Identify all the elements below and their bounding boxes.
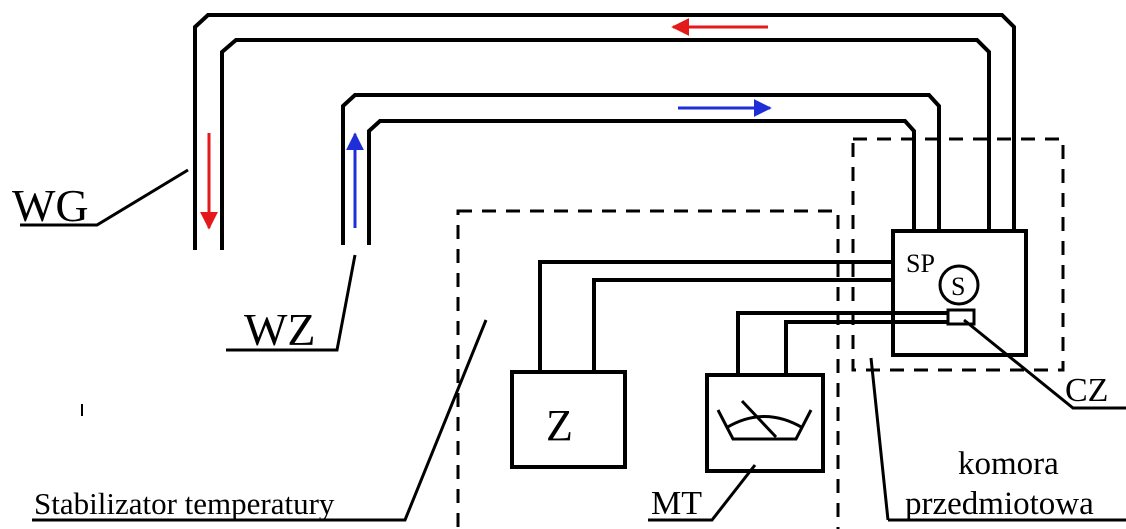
mt-leader: [648, 464, 757, 522]
sensor-s-circle: [938, 264, 980, 306]
s-label: S: [951, 272, 965, 301]
mt-wires: [736, 311, 948, 375]
cz-sensor: [946, 308, 976, 326]
sp-label: SP: [906, 249, 935, 278]
wg-hose-outer: [193, 13, 1016, 250]
wg-hose: [193, 13, 1016, 250]
z-box: [510, 370, 627, 469]
komora-leader: [869, 357, 1126, 522]
wg-hose-inner: [220, 38, 991, 250]
wz-label: WZ: [244, 304, 316, 355]
wz-hose-inner: [367, 119, 916, 245]
komora-label-line1: komora: [958, 446, 1059, 482]
wg-leader: [20, 168, 189, 227]
wz-leader: [226, 254, 357, 352]
stabilizator-leader: [32, 319, 488, 522]
leader-lines: [20, 168, 1126, 522]
mt-label: MT: [651, 485, 702, 522]
wz-hose-outer: [341, 93, 941, 245]
stabilizator-dashed-box: [456, 209, 840, 529]
cz-leader: [963, 318, 1126, 410]
komora-dashed-box: [851, 137, 1065, 372]
komora-label-line2: przedmiotowa: [905, 486, 1094, 522]
cz-label: CZ: [1065, 372, 1108, 409]
z-wires: [538, 260, 893, 372]
meter-dial-icon: [716, 399, 813, 441]
z-label: Z: [546, 401, 573, 450]
stabilizator-label: Stabilizator temperatury: [34, 486, 335, 521]
wg-label: WG: [12, 180, 89, 231]
wz-hose: [341, 93, 941, 245]
